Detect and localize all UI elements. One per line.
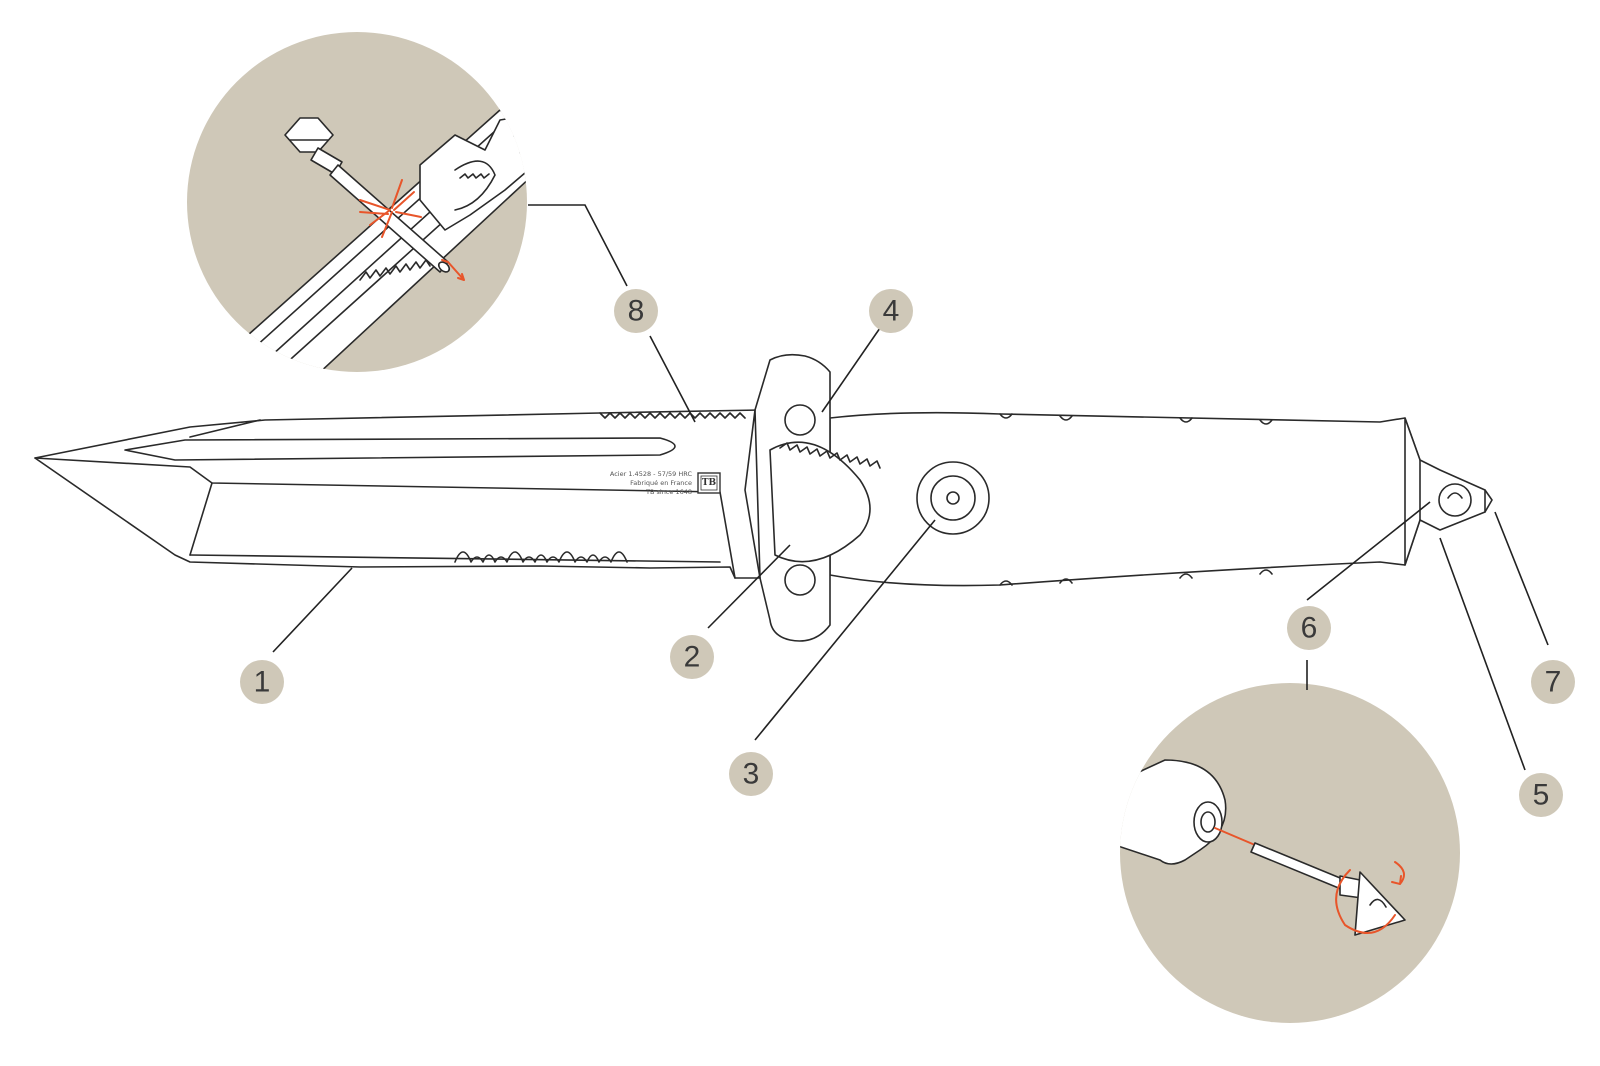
svg-text:3: 3 bbox=[743, 758, 760, 791]
callout-5: 5 bbox=[1519, 773, 1563, 817]
knife: Acier 1.4528 - 57/59 HRC Fabriqué en Fra… bbox=[34, 353, 1493, 642]
svg-text:2: 2 bbox=[684, 641, 701, 674]
svg-text:5: 5 bbox=[1533, 779, 1550, 812]
svg-text:8: 8 bbox=[628, 295, 645, 328]
callout-badges: 1 2 3 4 5 6 7 8 bbox=[240, 289, 1575, 817]
blade: Acier 1.4528 - 57/59 HRC Fabriqué en Fra… bbox=[34, 409, 761, 579]
detail-circle-pommel bbox=[1120, 683, 1460, 1023]
pommel bbox=[1404, 417, 1493, 566]
svg-text:1: 1 bbox=[254, 666, 271, 699]
callout-6: 6 bbox=[1287, 606, 1331, 650]
leader-1 bbox=[272, 567, 353, 653]
detail-circle-striker bbox=[187, 32, 527, 372]
leader-3 bbox=[754, 519, 936, 741]
callout-4: 4 bbox=[869, 289, 913, 333]
pommel-screw bbox=[1250, 842, 1406, 936]
svg-text:7: 7 bbox=[1545, 666, 1562, 699]
callout-7: 7 bbox=[1531, 660, 1575, 704]
leader-lines bbox=[272, 204, 1549, 771]
callout-1: 1 bbox=[240, 660, 284, 704]
thumb-disc bbox=[916, 461, 990, 535]
leader-7 bbox=[1494, 511, 1549, 646]
engraving-line-3: TB since 1648 bbox=[645, 488, 692, 496]
leader-4 bbox=[821, 327, 881, 413]
engraving-line-1: Acier 1.4528 - 57/59 HRC bbox=[610, 470, 693, 478]
handle bbox=[829, 411, 1421, 587]
callout-8: 8 bbox=[614, 289, 658, 333]
leader-5 bbox=[1439, 537, 1526, 771]
leader-8 bbox=[528, 204, 696, 423]
svg-text:6: 6 bbox=[1301, 612, 1318, 645]
engraving-line-2: Fabriqué en France bbox=[630, 479, 692, 487]
callout-2: 2 bbox=[670, 635, 714, 679]
svg-text:4: 4 bbox=[883, 295, 900, 328]
sparks bbox=[359, 179, 465, 281]
leader-2 bbox=[707, 544, 791, 629]
callout-3: 3 bbox=[729, 752, 773, 796]
guard bbox=[744, 353, 881, 642]
brand-logo: TB bbox=[702, 478, 717, 488]
leader-6a bbox=[1306, 501, 1431, 601]
